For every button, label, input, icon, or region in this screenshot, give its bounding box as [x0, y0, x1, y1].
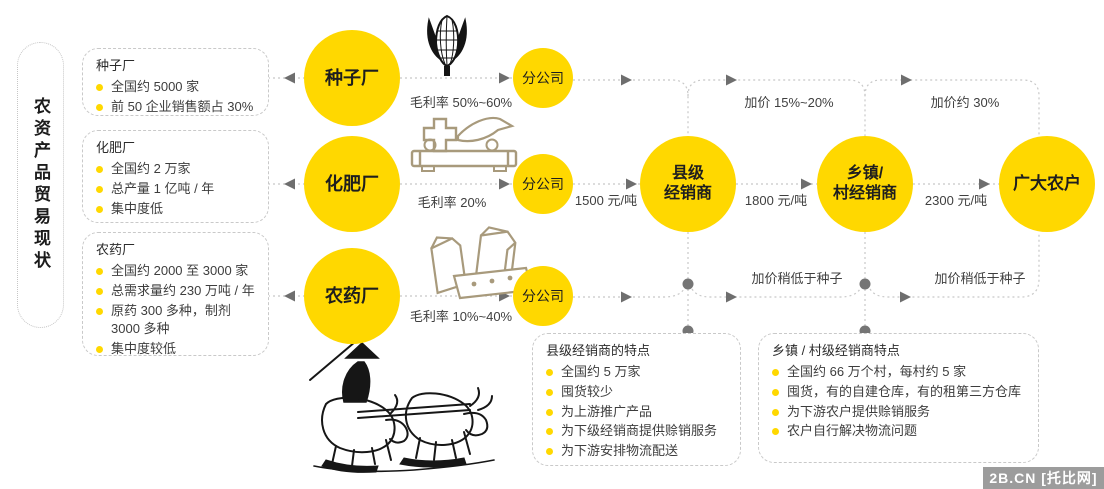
bullet-text: 囤货，有的自建仓库，有的租第三方仓库	[787, 383, 1022, 399]
county-distributor-node: 县级 经销商	[640, 136, 736, 232]
markup-label-farmers: 加价约 30%	[930, 95, 1000, 110]
bullet-text: 农户自行解决物流问题	[787, 423, 918, 439]
margin-label-pesticide: 毛利率 10%~40%	[409, 309, 513, 324]
farmers-node: 广大农户	[999, 136, 1095, 232]
list-item: 囤货，有的自建仓库，有的租第三方仓库	[772, 383, 1025, 402]
bullet-icon	[772, 408, 779, 416]
margin-label-seed: 毛利率 50%~60%	[409, 95, 513, 110]
bullet-text: 总产量 1 亿吨 / 年	[111, 180, 215, 196]
bullet-icon	[546, 368, 553, 376]
bullet-text: 全国约 66 万个村，每村约 5 家	[787, 363, 967, 379]
list-item: 原药 300 多种，制剂 3000 多种	[96, 302, 255, 340]
bullet-icon	[96, 205, 103, 213]
township-distributor-notes-box: 乡镇 / 村级经销商特点 全国约 66 万个村，每村约 5 家 囤货，有的自建仓…	[758, 333, 1039, 463]
bullet-text: 全国约 5000 家	[111, 78, 200, 94]
fertilizer-cart-icon	[410, 116, 518, 172]
box-title: 化肥厂	[96, 140, 136, 155]
bullet-text: 全国约 5 万家	[561, 363, 641, 379]
bullet-icon	[96, 83, 103, 91]
sidebar-title: 农资产品贸易现状	[31, 97, 50, 273]
list-item: 前 50 企业销售额占 30%	[96, 98, 255, 117]
bullet-text: 为下级经销商提供赊销服务	[561, 423, 718, 439]
seed-factory-info-box: 种子厂 全国约 5000 家 前 50 企业销售额占 30%	[82, 48, 269, 116]
fertilizer-factory-info-box: 化肥厂 全国约 2 万家 总产量 1 亿吨 / 年 集中度低	[82, 130, 269, 223]
price-label-county: 1500 元/吨	[574, 193, 638, 208]
list-item: 全国约 5000 家	[96, 78, 255, 97]
list-item: 为上游推广产品	[546, 403, 727, 422]
margin-label-fertilizer: 毛利率 20%	[417, 195, 487, 210]
bullet-text: 原药 300 多种，制剂 3000 多种	[111, 302, 231, 337]
price-label-farmers: 2300 元/吨	[924, 193, 988, 208]
pesticide-factory-node: 农药厂	[304, 248, 400, 344]
box-title: 农药厂	[96, 242, 136, 257]
bullet-icon	[96, 307, 103, 315]
list-item: 全国约 5 万家	[546, 363, 727, 382]
box-title: 县级经销商的特点	[546, 343, 651, 358]
pesticide-jugs-icon	[430, 226, 534, 300]
box-title: 种子厂	[96, 58, 136, 73]
list-item: 为下级经销商提供赊销服务	[546, 422, 727, 441]
list-item: 囤货较少	[546, 383, 727, 402]
bullet-text: 囤货较少	[561, 383, 614, 399]
list-item: 总需求量约 230 万吨 / 年	[96, 282, 255, 301]
list-item: 全国约 2000 至 3000 家	[96, 262, 255, 281]
bullet-icon	[96, 165, 103, 173]
list-item: 集中度低	[96, 200, 255, 219]
bullet-text: 全国约 2000 至 3000 家	[111, 262, 249, 278]
list-item: 为下游农户提供赊销服务	[772, 403, 1025, 422]
pesticide-factory-info-box: 农药厂 全国约 2000 至 3000 家 总需求量约 230 万吨 / 年 原…	[82, 232, 269, 356]
bullet-text: 总需求量约 230 万吨 / 年	[111, 282, 255, 298]
branch-node-pesticide: 分公司	[513, 266, 573, 326]
bullet-text: 全国约 2 万家	[111, 160, 191, 176]
bullet-icon	[546, 408, 553, 416]
branch-node-fertilizer: 分公司	[513, 154, 573, 214]
bullet-icon	[546, 428, 553, 436]
bullet-icon	[96, 185, 103, 193]
list-item: 全国约 66 万个村，每村约 5 家	[772, 363, 1025, 382]
bullet-text: 为下游农户提供赊销服务	[787, 403, 931, 419]
list-item: 总产量 1 亿吨 / 年	[96, 180, 255, 199]
bullet-text: 前 50 企业销售额占 30%	[111, 98, 254, 114]
bullet-icon	[772, 428, 779, 436]
junction-dots	[682, 278, 871, 337]
markup-label-township: 加价 15%~20%	[744, 95, 834, 110]
arrowheads	[284, 72, 990, 303]
bullet-text: 为上游推广产品	[561, 403, 653, 419]
seed-factory-node: 种子厂	[304, 30, 400, 126]
bullet-icon	[96, 346, 103, 354]
bullet-text: 集中度较低	[111, 341, 177, 357]
bullet-icon	[772, 368, 779, 376]
bullet-icon	[96, 267, 103, 275]
list-item: 农户自行解决物流问题	[772, 422, 1025, 441]
sidebar-category-pill: 农资产品贸易现状	[17, 42, 64, 328]
bullet-icon	[96, 287, 103, 295]
corn-icon	[427, 14, 467, 76]
box-title: 乡镇 / 村级经销商特点	[772, 343, 900, 358]
bullet-icon	[546, 388, 553, 396]
list-item: 集中度较低	[96, 340, 255, 359]
bullet-icon	[772, 388, 779, 396]
ox-plowing-illustration	[309, 335, 495, 473]
list-item: 为下游安排物流配送	[546, 442, 727, 461]
fertilizer-factory-node: 化肥厂	[304, 136, 400, 232]
bullet-text: 为下游安排物流配送	[561, 443, 679, 459]
price-label-township: 1800 元/吨	[744, 193, 808, 208]
branch-node-seed: 分公司	[513, 48, 573, 108]
list-item: 全国约 2 万家	[96, 160, 255, 179]
township-distributor-node: 乡镇/ 村经销商	[817, 136, 913, 232]
markup-label-pesticide-farmers: 加价稍低于种子	[934, 271, 1026, 286]
markup-label-pesticide-township: 加价稍低于种子	[751, 271, 843, 286]
watermark: 2B.CN [托比网]	[983, 467, 1104, 489]
bullet-text: 集中度低	[111, 200, 164, 216]
bullet-icon	[96, 103, 103, 111]
county-distributor-notes-box: 县级经销商的特点 全国约 5 万家 囤货较少 为上游推广产品 为下级经销商提供赊…	[532, 333, 741, 466]
bullet-icon	[546, 448, 553, 456]
